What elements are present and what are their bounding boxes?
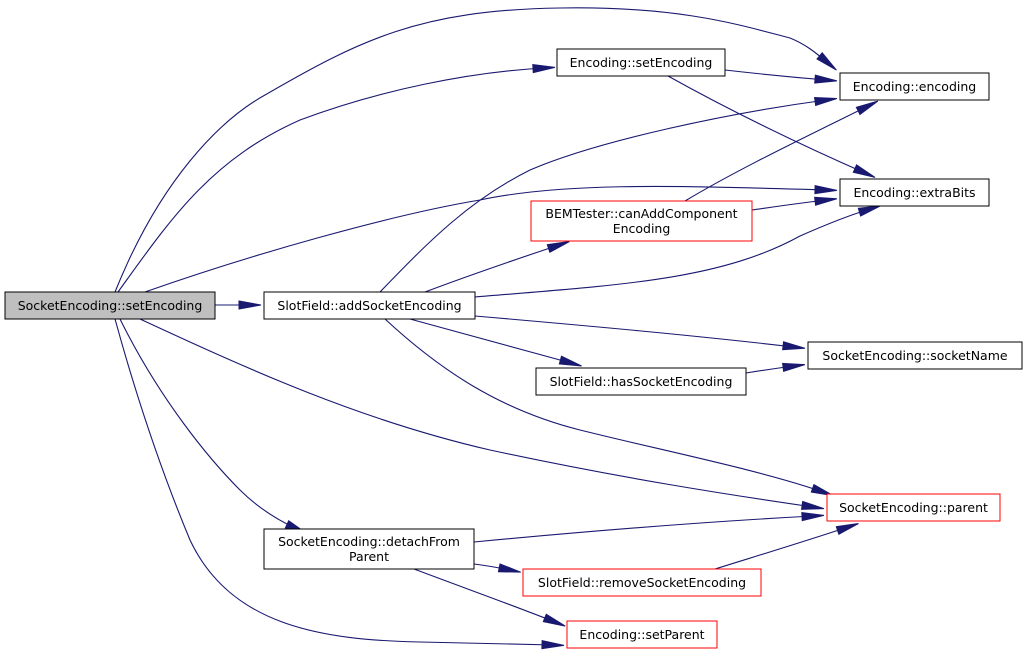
edge-root-to-setparent: [114, 318, 565, 650]
edge-line: [413, 568, 556, 623]
edge-slotadd-to-slothas: [409, 318, 582, 367]
edge-arrowhead: [814, 196, 838, 206]
edge-arrowhead: [558, 355, 582, 367]
edge-line: [724, 69, 827, 81]
edge-arrowhead: [813, 96, 838, 107]
edge-arrowhead: [238, 300, 262, 310]
edge-line: [409, 318, 572, 364]
edge-line: [667, 75, 866, 174]
edge-root-to-encenc: [114, 7, 837, 293]
node-box: [4, 291, 216, 320]
node-label: SlotField::addSocketEncoding: [277, 298, 461, 313]
node-encoding-extrabits[interactable]: Encoding::extraBits: [839, 178, 990, 207]
edge-arrowhead: [800, 500, 825, 510]
node-box: [556, 48, 726, 77]
edge-detach-to-parent: [473, 512, 825, 543]
node-label: Encoding::encoding: [853, 79, 976, 94]
node-box: [826, 493, 1001, 522]
node-slotfield-removesocketencoding[interactable]: SlotField::removeSocketEncoding: [522, 568, 762, 597]
edge-arrowhead: [852, 164, 876, 178]
node-box: [535, 367, 747, 396]
edge-line: [114, 318, 554, 646]
node-encoding-setparent[interactable]: Encoding::setParent: [566, 620, 718, 649]
node-box: [839, 72, 990, 101]
node-label: BEMTester::canAddComponent: [545, 206, 737, 221]
edge-line: [139, 318, 814, 508]
node-box: [839, 178, 990, 207]
edge-line: [117, 67, 545, 293]
edge-line: [474, 208, 871, 298]
node-slotfield-hassocketencoding[interactable]: SlotField::hasSocketEncoding: [535, 367, 747, 396]
node-box: [522, 568, 762, 597]
edge-bem-to-encbits: [751, 196, 838, 211]
edge-arrowhead: [782, 362, 806, 372]
edge-arrowhead: [546, 241, 570, 253]
node-box: [807, 341, 1023, 370]
edge-line: [379, 99, 827, 293]
edge-root-to-slotadd: [215, 300, 262, 310]
edge-slotadd-to-bem: [424, 241, 570, 293]
edge-slotadd-to-sockname: [474, 315, 806, 351]
node-label: Encoding::setParent: [579, 627, 704, 642]
edge-arrowhead: [816, 52, 837, 71]
edge-slotadd-to-encenc: [379, 96, 838, 293]
edge-root-to-encset: [117, 64, 556, 293]
edge-line: [474, 315, 795, 348]
edges-layer: [114, 7, 881, 650]
node-box: [566, 620, 718, 649]
edge-arrowhead: [857, 205, 881, 217]
node-socketencoding-setencoding[interactable]: SocketEncoding::setEncoding: [4, 291, 216, 320]
edge-slotremove-to-parent: [714, 523, 859, 570]
node-socketencoding-socketname[interactable]: SocketEncoding::socketName: [807, 341, 1023, 370]
edge-slotadd-to-encbits: [474, 205, 881, 298]
edge-slotadd-to-parent: [384, 318, 834, 497]
edge-detach-to-setparent: [413, 568, 566, 627]
node-label: SocketEncoding::socketName: [822, 348, 1007, 363]
node-slotfield-addsocketencoding[interactable]: SlotField::addSocketEncoding: [263, 291, 476, 320]
edge-arrowhead: [814, 185, 838, 195]
edge-slothas-to-sockname: [745, 362, 806, 374]
edge-line: [714, 526, 849, 570]
edge-encset-to-encenc: [724, 69, 838, 84]
node-box: [263, 528, 475, 570]
node-box: [263, 291, 476, 320]
edge-line: [119, 318, 298, 530]
edge-arrowhead: [810, 483, 834, 497]
edge-line: [384, 318, 824, 493]
node-label: Encoding::setEncoding: [570, 55, 713, 70]
edge-arrowhead: [782, 341, 806, 351]
nodes-layer: SocketEncoding::setEncoding SlotField::ad…: [4, 48, 1023, 649]
edge-arrowhead: [541, 640, 565, 650]
node-label: Encoding: [613, 221, 671, 236]
node-encoding-encoding[interactable]: Encoding::encoding: [839, 72, 990, 101]
node-socketencoding-parent[interactable]: SocketEncoding::parent: [826, 493, 1001, 522]
edge-arrowhead: [855, 100, 879, 116]
node-label: SocketEncoding::setEncoding: [18, 298, 203, 313]
edge-line: [684, 105, 869, 202]
node-label: SocketEncoding::detachFrom: [278, 534, 460, 549]
edge-arrowhead: [542, 613, 566, 627]
node-label: SlotField::hasSocketEncoding: [550, 374, 733, 389]
node-label: Encoding::extraBits: [853, 185, 975, 200]
edge-line: [114, 7, 829, 293]
edge-detach-to-slotremove: [473, 563, 521, 573]
node-box: [530, 200, 753, 242]
edge-arrowhead: [497, 563, 521, 573]
edge-line: [473, 515, 814, 543]
node-encoding-setencoding[interactable]: Encoding::setEncoding: [556, 48, 726, 77]
edge-encset-to-encbits: [667, 75, 876, 178]
edge-arrowhead: [814, 74, 838, 84]
edge-arrowhead: [835, 523, 859, 535]
node-label: SlotField::removeSocketEncoding: [538, 575, 746, 590]
node-label: SocketEncoding::parent: [839, 500, 988, 515]
edge-arrowhead: [532, 64, 556, 74]
edge-arrowhead: [801, 512, 825, 522]
edge-line: [424, 244, 560, 293]
node-label: Parent: [349, 549, 389, 564]
edge-bem-to-encenc: [684, 100, 879, 202]
edge-root-to-parent: [139, 318, 825, 510]
